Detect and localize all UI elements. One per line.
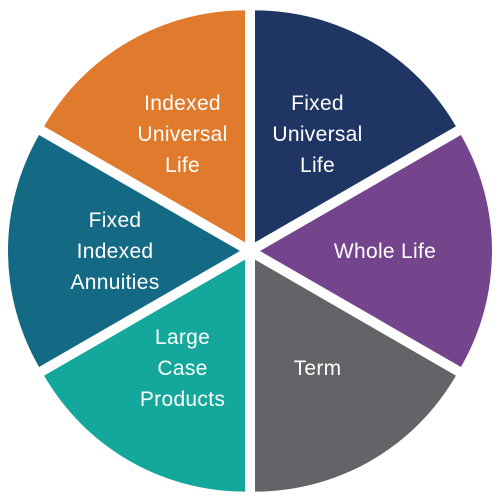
label-line: Indexed: [144, 92, 221, 115]
label-line: Fixed: [89, 209, 142, 232]
label-line: Large: [155, 326, 210, 349]
label-line: Term: [294, 357, 342, 380]
label-line: Indexed: [77, 240, 154, 263]
wheel-segments: [7, 10, 492, 492]
segment-indexed-universal-life: [44, 10, 245, 243]
label-line: Fixed: [291, 92, 344, 115]
label-line: Products: [140, 388, 225, 411]
label-whole-life: Whole Life: [334, 240, 436, 263]
label-line: Life: [165, 154, 200, 177]
label-line: Universal: [272, 123, 362, 146]
label-line: Whole Life: [334, 240, 436, 263]
label-line: Universal: [137, 123, 227, 146]
segment-fixed-universal-life: [255, 10, 456, 243]
segment-whole-life: [260, 135, 492, 367]
label-line: Case: [157, 357, 207, 380]
label-term: Term: [294, 357, 342, 380]
label-line: Annuities: [70, 271, 159, 294]
segment-term: [255, 259, 456, 492]
label-line: Life: [300, 154, 335, 177]
segment-large-case-products: [44, 259, 245, 492]
segment-fixed-indexed-annuities: [7, 135, 240, 367]
